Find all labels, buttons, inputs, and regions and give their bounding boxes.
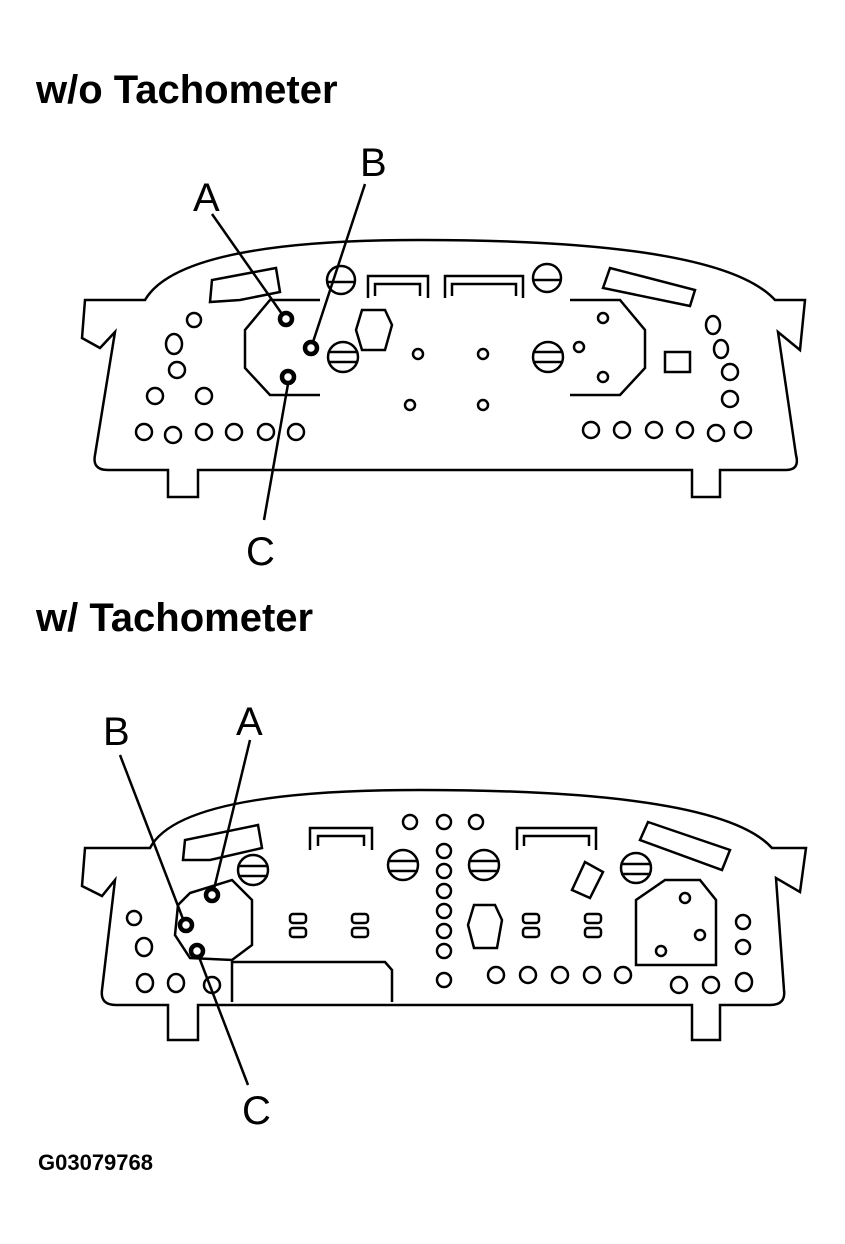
bulb-column-center (401, 813, 485, 989)
title-without-tachometer: w/o Tachometer (36, 68, 338, 112)
central-panel (243, 298, 320, 397)
bulb-column-right (654, 891, 754, 993)
terminal-point-c (279, 368, 297, 386)
callout-label-a: A (193, 176, 220, 220)
terminal-point-c (188, 942, 206, 960)
terminal-point-b (177, 916, 195, 934)
callout-label-c: C (242, 1089, 271, 1133)
right-panel (634, 878, 718, 967)
left-panel (173, 878, 254, 962)
central-panel-right (570, 298, 647, 397)
meter-board-without-tachometer: A B C (80, 141, 807, 574)
board-outline (80, 238, 807, 499)
terminal-point-b (302, 339, 320, 357)
leader-line-c (197, 956, 250, 1086)
meter-board-with-tachometer: A B C (80, 700, 808, 1133)
pads (288, 912, 603, 939)
mounting-holes (403, 311, 610, 412)
callout-label-a: A (236, 700, 263, 744)
connector-group (181, 820, 732, 900)
terminal-point-a (203, 886, 221, 904)
leader-line-b (311, 183, 367, 343)
callout-label-b: B (103, 710, 130, 754)
bulb-row-left (134, 311, 306, 445)
connector-group (208, 266, 697, 308)
leader-line-a (212, 739, 252, 890)
callout-label-b: B (360, 141, 387, 185)
leader-line-a (210, 213, 284, 315)
bottom-window (230, 960, 394, 1002)
leader-line-b (118, 754, 185, 920)
bulb-row-right (581, 314, 753, 443)
callout-label-c: C (246, 530, 275, 574)
lamp-sockets (236, 848, 653, 950)
bulb-column-left (125, 909, 186, 994)
leader-line-c (262, 383, 290, 521)
figure-id: G03079768 (38, 1150, 153, 1175)
bulb-row-bottom (202, 965, 721, 995)
terminal-point-a (277, 310, 295, 328)
title-with-tachometer: w/ Tachometer (36, 596, 314, 640)
